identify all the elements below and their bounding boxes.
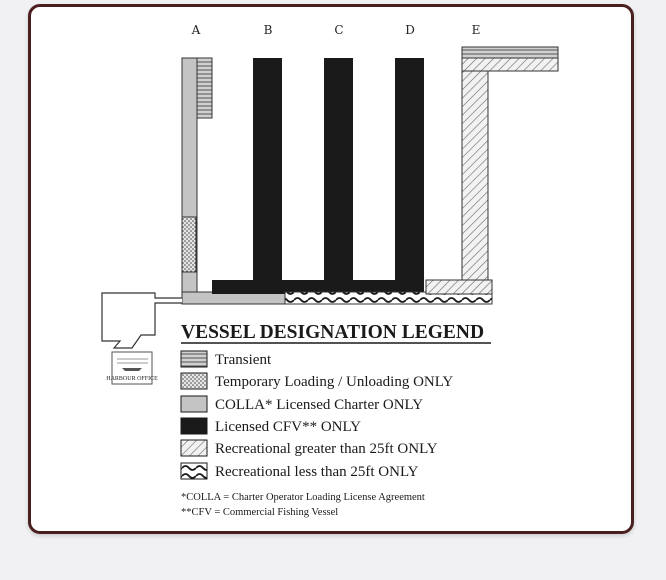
legend-label-rec-lt: Recreational less than 25ft ONLY bbox=[215, 464, 419, 480]
legend-label-colla: COLLA* Licensed Charter ONLY bbox=[215, 397, 423, 413]
harbour-office-label: HARBOUR OFFICE bbox=[106, 376, 158, 382]
dock-c-cfv bbox=[324, 58, 353, 294]
dock-label-c: C bbox=[334, 23, 343, 37]
legend-swatch-rec-gt bbox=[180, 439, 208, 457]
dock-labels: A B C D E bbox=[191, 23, 481, 37]
dock-label-d: D bbox=[405, 23, 415, 37]
dock-e-rec-gt-25-top bbox=[461, 57, 559, 72]
footnote-colla: *COLLA = Charter Operator Loading Licens… bbox=[181, 492, 425, 503]
legend-label-cfv: Licensed CFV** ONLY bbox=[215, 419, 361, 435]
walkway-rec-lt-25 bbox=[284, 291, 493, 305]
cfv-connector bbox=[212, 280, 424, 294]
footnote-cfv: **CFV = Commercial Fishing Vessel bbox=[181, 507, 338, 518]
dock-a-transient bbox=[196, 57, 213, 119]
dock-e-rec-gt-25-base bbox=[425, 279, 493, 295]
legend: VESSEL DESIGNATION LEGEND Transient Temp… bbox=[180, 322, 491, 518]
legend-title: VESSEL DESIGNATION LEGEND bbox=[181, 322, 484, 343]
legend-swatch-colla bbox=[180, 395, 208, 413]
legend-swatch-cfv bbox=[180, 417, 208, 435]
legend-swatch-transient bbox=[180, 350, 208, 368]
harbour-office-seal: HARBOUR OFFICE bbox=[106, 351, 158, 385]
dock-e-transient bbox=[461, 46, 559, 59]
legend-label-rec-gt: Recreational greater than 25ft ONLY bbox=[215, 441, 438, 457]
dock-d-cfv bbox=[395, 58, 424, 294]
legend-label-transient: Transient bbox=[215, 352, 272, 368]
legend-label-temporary: Temporary Loading / Unloading ONLY bbox=[215, 374, 453, 390]
dock-label-e: E bbox=[472, 23, 481, 37]
dock-a-temporary bbox=[181, 216, 197, 273]
legend-swatch-temporary bbox=[180, 372, 208, 390]
legend-swatch-rec-lt bbox=[180, 462, 208, 480]
harbour-office-building bbox=[101, 292, 182, 349]
dock-e-rec-gt-25 bbox=[461, 57, 489, 295]
dock-label-b: B bbox=[264, 23, 273, 37]
dock-label-a: A bbox=[191, 23, 201, 37]
dock-b-cfv bbox=[253, 58, 282, 294]
